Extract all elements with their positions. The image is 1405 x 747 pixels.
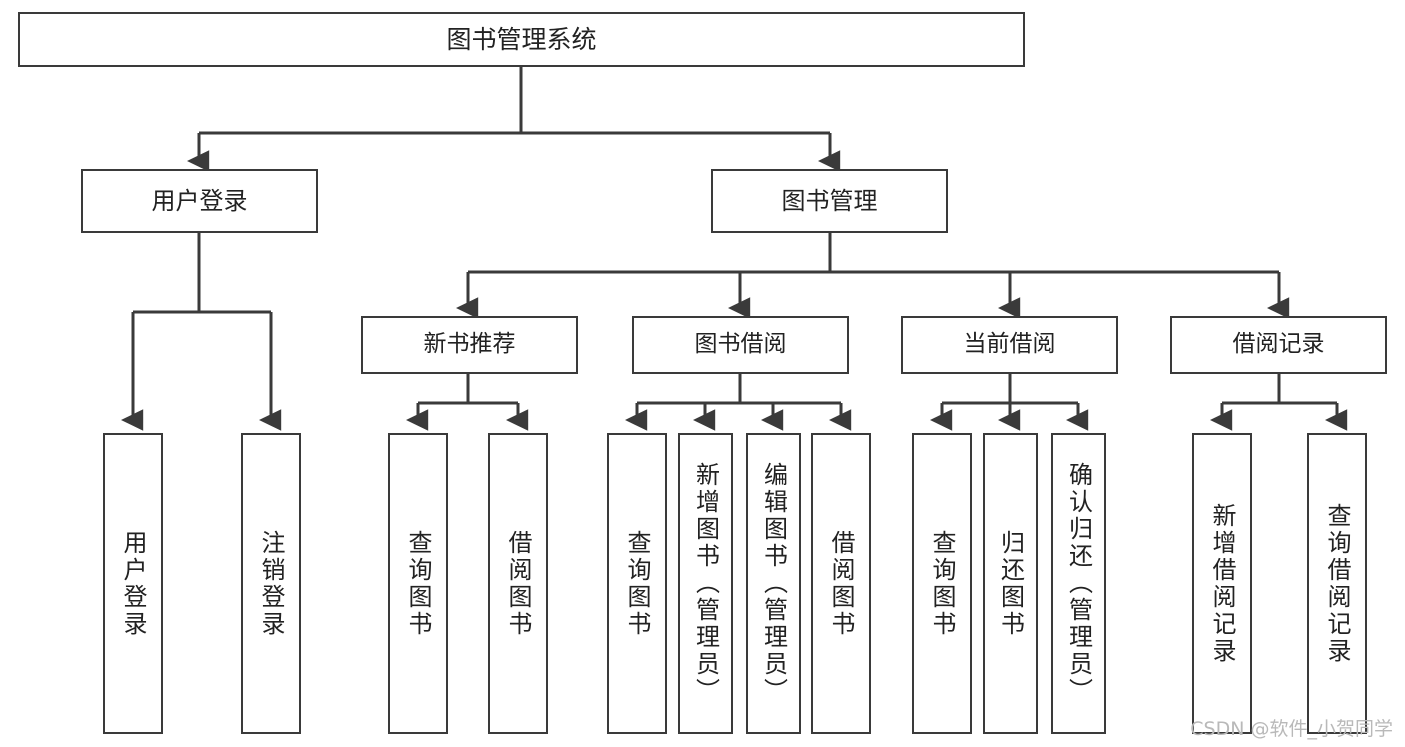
node-leaf-return-book-label: 归还图书 <box>996 529 1025 638</box>
node-leaf-return-book[interactable]: 归还图书 <box>983 433 1038 734</box>
node-leaf-query-book-3-label: 查询图书 <box>928 529 956 638</box>
node-leaf-borrow-book-1-label: 借阅图书 <box>504 529 532 638</box>
node-leaf-logout-label: 注销登录 <box>257 529 285 638</box>
node-leaf-edit-book-admin-label: 编辑图书（管理员） <box>759 462 788 705</box>
node-leaf-logout[interactable]: 注销登录 <box>241 433 301 734</box>
node-borrow-records-label: 借阅记录 <box>1232 331 1325 358</box>
node-leaf-query-borrow-record-label: 查询借阅记录 <box>1323 502 1351 665</box>
node-book-management[interactable]: 图书管理 <box>711 169 948 233</box>
node-root-system[interactable]: 图书管理系统 <box>18 12 1025 67</box>
node-book-borrow[interactable]: 图书借阅 <box>632 316 849 374</box>
node-current-borrow-label: 当前借阅 <box>963 331 1056 358</box>
node-borrow-records[interactable]: 借阅记录 <box>1170 316 1387 374</box>
node-leaf-add-borrow-record[interactable]: 新增借阅记录 <box>1192 433 1252 734</box>
node-leaf-user-login-label: 用户登录 <box>119 529 147 638</box>
node-leaf-add-borrow-record-label: 新增借阅记录 <box>1208 502 1236 665</box>
node-current-borrow[interactable]: 当前借阅 <box>901 316 1118 374</box>
node-leaf-confirm-return-admin[interactable]: 确认归还（管理员） <box>1051 433 1106 734</box>
node-leaf-query-borrow-record[interactable]: 查询借阅记录 <box>1307 433 1367 734</box>
node-new-book-recommend[interactable]: 新书推荐 <box>361 316 578 374</box>
node-leaf-query-book-2-label: 查询图书 <box>623 529 651 638</box>
node-book-management-label: 图书管理 <box>781 186 878 215</box>
node-new-book-recommend-label: 新书推荐 <box>423 331 516 358</box>
node-leaf-edit-book-admin[interactable]: 编辑图书（管理员） <box>746 433 801 734</box>
node-leaf-add-book-admin-label: 新增图书（管理员） <box>691 462 720 705</box>
node-user-login[interactable]: 用户登录 <box>81 169 318 233</box>
node-leaf-query-book-1-label: 查询图书 <box>404 529 432 638</box>
node-leaf-confirm-return-admin-label: 确认归还（管理员） <box>1064 462 1093 705</box>
node-leaf-user-login[interactable]: 用户登录 <box>103 433 163 734</box>
node-leaf-query-book-1[interactable]: 查询图书 <box>388 433 448 734</box>
node-user-login-label: 用户登录 <box>151 186 248 215</box>
node-leaf-borrow-book-2-label: 借阅图书 <box>827 529 855 638</box>
node-leaf-add-book-admin[interactable]: 新增图书（管理员） <box>678 433 733 734</box>
node-leaf-borrow-book-2[interactable]: 借阅图书 <box>811 433 871 734</box>
node-leaf-borrow-book-1[interactable]: 借阅图书 <box>488 433 548 734</box>
node-leaf-query-book-3[interactable]: 查询图书 <box>912 433 972 734</box>
node-leaf-query-book-2[interactable]: 查询图书 <box>607 433 667 734</box>
node-root-system-label: 图书管理系统 <box>446 24 597 54</box>
node-book-borrow-label: 图书借阅 <box>694 331 787 358</box>
